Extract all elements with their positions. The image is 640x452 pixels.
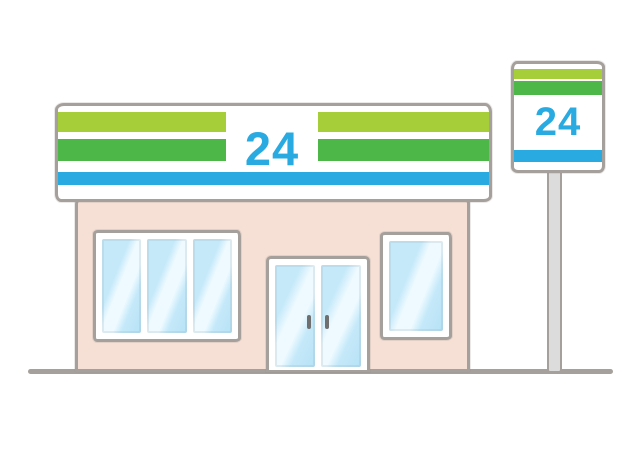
pole-sign-stripe-light-green: [514, 69, 602, 79]
pole-24-label: 24: [534, 99, 582, 144]
entrance-doors: [266, 256, 370, 372]
pole-sign-stripe-green: [514, 81, 602, 95]
window-pane: [389, 241, 443, 331]
window-pane: [147, 239, 187, 333]
door-handle: [307, 315, 311, 329]
door-handle: [325, 315, 329, 329]
sign-pole: [547, 168, 562, 373]
window-pane: [102, 239, 142, 333]
storefront-sign: 24: [55, 103, 492, 202]
door-right: [321, 265, 361, 367]
sign-24-badge: 24: [226, 106, 318, 172]
right-window: [380, 232, 452, 340]
left-window: [93, 230, 241, 342]
sign-stripe-blue: [58, 172, 489, 185]
window-pane: [192, 239, 232, 333]
pole-sign-board: 24: [511, 61, 605, 173]
door-left: [275, 265, 315, 367]
pole-sign-stripe-blue: [514, 150, 602, 162]
storefront-24-label: 24: [244, 122, 300, 176]
